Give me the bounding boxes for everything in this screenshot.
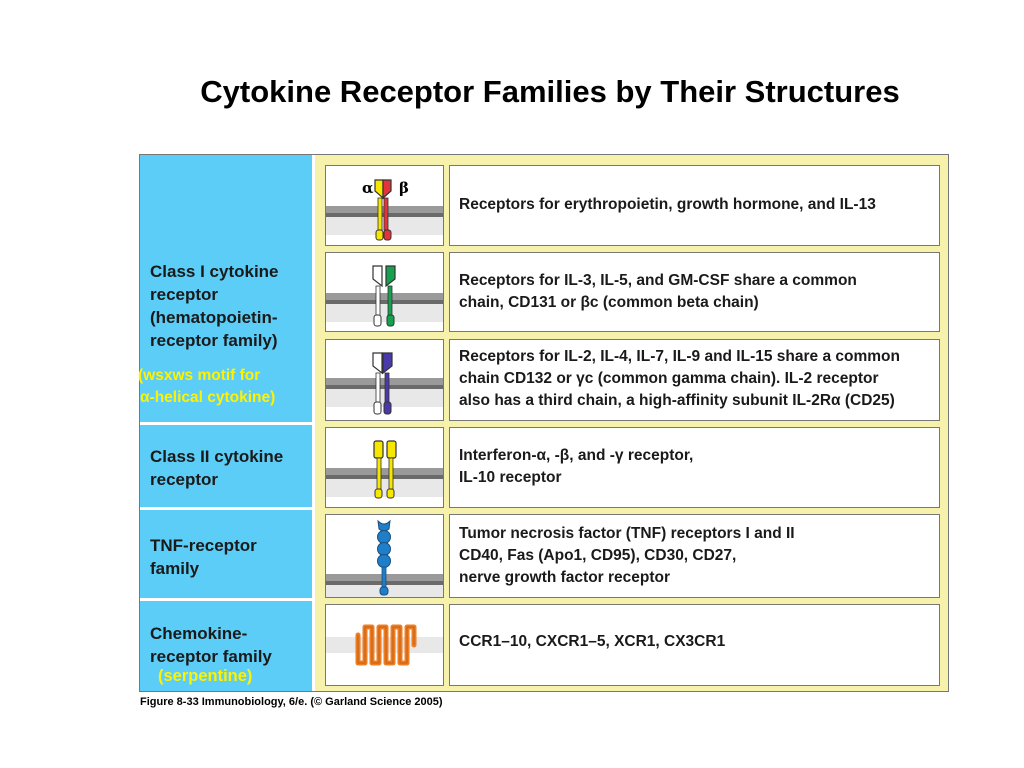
text-line: chain CD132 or γc (common gamma chain). … [459, 370, 879, 387]
text-line: Tumor necrosis factor (TNF) receptors I … [459, 525, 795, 542]
text-line: also has a third chain, a high-affinity … [459, 392, 895, 409]
chemokine-line: receptor family [150, 647, 272, 666]
tnf-receptor-icon [326, 519, 443, 597]
text-line: Receptors for erythropoietin, growth hor… [459, 196, 876, 213]
common-gamma-receptor-icon [326, 352, 443, 415]
membrane-icon [326, 293, 443, 302]
row-5-text: Tumor necrosis factor (TNF) receptors I … [459, 523, 795, 589]
receptor-icon-box [325, 604, 444, 686]
class-1-line: receptor [150, 285, 219, 304]
class-1-line: (hematopoietin- [150, 308, 278, 327]
alpha-label: α [362, 179, 374, 197]
tnf-family-label: TNF-receptor family [150, 534, 257, 580]
tnf-line: family [150, 559, 200, 578]
receptor-description-box: Tumor necrosis factor (TNF) receptors I … [449, 514, 940, 598]
serpentine-note: (serpentine) [158, 667, 253, 685]
text-line: nerve growth factor receptor [459, 569, 671, 586]
text-line: IL-10 receptor [459, 469, 562, 486]
chemokine-line: Chemokine- [150, 624, 248, 643]
row-3-text: Receptors for IL-2, IL-4, IL-7, IL-9 and… [459, 346, 900, 412]
page-title: Cytokine Receptor Families by Their Stru… [200, 74, 900, 109]
membrane-icon [326, 378, 443, 387]
beta-label: β [399, 179, 409, 197]
receptor-description-box: CCR1–10, CXCR1–5, XCR1, CX3CR1 [449, 604, 940, 686]
receptor-description-box: Receptors for IL-2, IL-4, IL-7, IL-9 and… [449, 339, 940, 421]
wsxws-motif-note: (wsxws motif for α-helical cytokine) [138, 365, 275, 409]
note-line: (wsxws motif for [138, 367, 261, 384]
receptor-icon-box [325, 252, 444, 332]
class-1-line: Class I cytokine [150, 262, 279, 281]
class-2-line: receptor [150, 470, 219, 489]
divider [140, 422, 312, 425]
text-line: CD40, Fas (Apo1, CD95), CD30, CD27, [459, 547, 737, 564]
chemokine-family-label: Chemokine- receptor family [150, 622, 272, 668]
cytokine-receptor-figure: Class I cytokine receptor (hematopoietin… [138, 154, 949, 692]
class-1-label: Class I cytokine receptor (hematopoietin… [150, 260, 279, 352]
row-4-text: Interferon-α, -β, and -γ receptor, IL-10… [459, 445, 693, 489]
text-line: Receptors for IL-3, IL-5, and GM-CSF sha… [459, 272, 857, 289]
class-1-line: receptor family) [150, 331, 278, 350]
text-line: Receptors for IL-2, IL-4, IL-7, IL-9 and… [459, 348, 900, 365]
interferon-receptor-icon [326, 440, 443, 499]
class-2-label: Class II cytokine receptor [150, 445, 283, 491]
text-line: chain, CD131 or βc (common beta chain) [459, 294, 759, 311]
class-2-line: Class II cytokine [150, 447, 284, 466]
figure-caption: Figure 8-33 Immunobiology, 6/e. (© Garla… [140, 696, 443, 708]
receptor-description-box: Interferon-α, -β, and -γ receptor, IL-10… [449, 427, 940, 508]
chemokine-receptor-icon [326, 624, 443, 666]
tnf-line: TNF-receptor [150, 536, 257, 555]
row-1-text: Receptors for erythropoietin, growth hor… [459, 194, 876, 216]
erythropoietin-receptor-icon: α β [326, 179, 443, 241]
text-line: CCR1–10, CXCR1–5, XCR1, CX3CR1 [459, 633, 726, 650]
divider [140, 598, 312, 601]
row-6-text: CCR1–10, CXCR1–5, XCR1, CX3CR1 [459, 631, 725, 653]
receptor-icon-box: α β [325, 165, 444, 246]
class-column: Class I cytokine receptor (hematopoietin… [140, 155, 315, 691]
receptor-icon-box [325, 339, 444, 421]
common-beta-receptor-icon [326, 265, 443, 327]
receptor-description-box: Receptors for IL-3, IL-5, and GM-CSF sha… [449, 252, 940, 332]
receptor-icon-box [325, 514, 444, 598]
divider [140, 507, 312, 510]
row-2-text: Receptors for IL-3, IL-5, and GM-CSF sha… [459, 270, 857, 314]
membrane-icon [326, 468, 443, 477]
text-line: Interferon-α, -β, and -γ receptor, [459, 447, 694, 464]
receptor-icon-box [325, 427, 444, 508]
note-line: α-helical cytokine) [140, 389, 276, 406]
receptor-description-box: Receptors for erythropoietin, growth hor… [449, 165, 940, 246]
